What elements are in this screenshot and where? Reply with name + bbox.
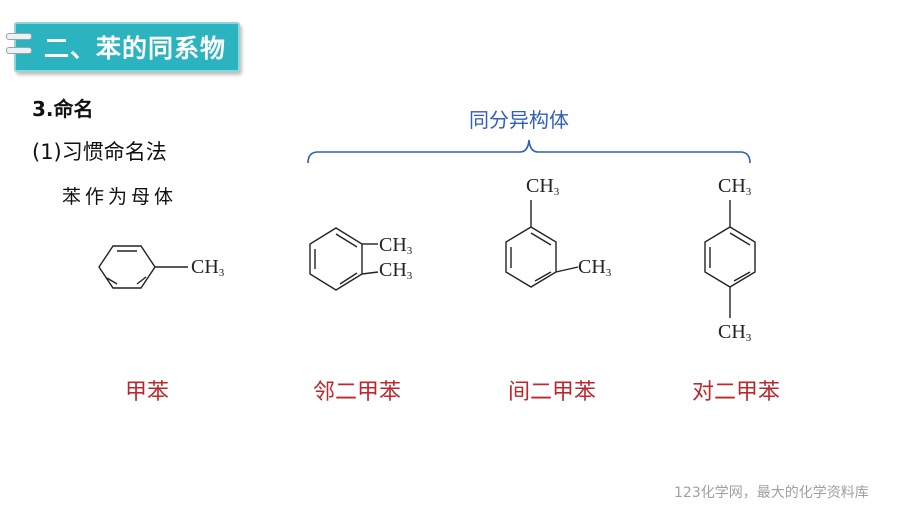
- isomer-bracket: [307, 139, 751, 164]
- compound-name-toluene: 甲苯: [125, 380, 170, 405]
- isomer-label: 同分异构体: [469, 108, 569, 132]
- methyl-label: CH3: [578, 256, 612, 279]
- toluene-structure: [98, 245, 188, 289]
- footer-watermark: 123化学网，最大的化学资料库: [674, 485, 869, 501]
- section-title: 二、苯的同系物: [44, 34, 227, 63]
- methyl-label: CH3: [379, 259, 413, 282]
- compound-name-p-xylene: 对二甲苯: [692, 380, 781, 405]
- subheading: (1)习惯命名法: [32, 140, 167, 164]
- methyl-label: CH3: [718, 175, 752, 198]
- methyl-label: CH3: [526, 175, 560, 198]
- m-xylene-structure: [505, 200, 579, 288]
- note-text: 苯作为母体: [62, 186, 178, 208]
- section-tab: [14, 22, 240, 72]
- methyl-label: CH3: [379, 234, 413, 257]
- compound-name-o-xylene: 邻二甲苯: [313, 380, 402, 405]
- p-xylene-structure: [704, 200, 756, 318]
- binder-ring-icon: [6, 33, 32, 40]
- methyl-label: CH3: [191, 256, 225, 279]
- binder-ring-icon: [6, 47, 32, 54]
- methyl-label: CH3: [718, 321, 752, 344]
- heading: 3.命名: [32, 97, 94, 121]
- compound-name-m-xylene: 间二甲苯: [508, 380, 597, 405]
- o-xylene-structure: [309, 227, 379, 291]
